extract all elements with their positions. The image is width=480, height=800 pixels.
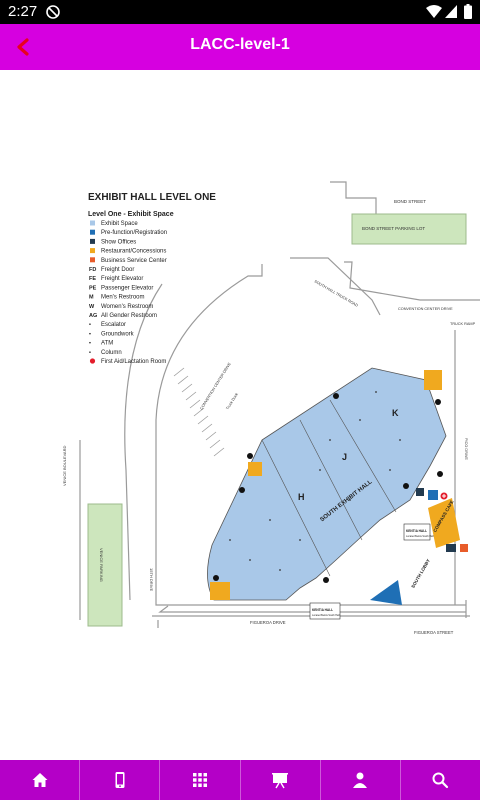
legend-label: Freight Door [101, 267, 134, 273]
sync-disabled-icon [46, 5, 60, 19]
legend-symbol: PE [89, 285, 97, 291]
show-office-2 [446, 544, 456, 552]
bond-street-label: BOND STREET [394, 199, 426, 204]
nav-home-button[interactable] [0, 760, 81, 800]
hall-j-label: J [342, 452, 347, 462]
legend-swatch [90, 229, 95, 235]
pico-drive-label: PICO DRIVE [464, 438, 468, 460]
search-icon [432, 772, 449, 789]
app-bar: LACC-level-1 [0, 24, 480, 70]
nav-speaker-button[interactable] [321, 760, 401, 800]
venice-parking-lot [87, 503, 123, 627]
kentia-hall-sub: Located Below South Hall [406, 535, 434, 538]
legend-symbol: M [89, 295, 94, 301]
legend-label: Groundwork [101, 331, 135, 337]
legend-symbol: • [89, 341, 91, 347]
legend-symbol: AG [89, 313, 97, 319]
legend-label: Women's Restroom [101, 304, 153, 310]
status-bar: 2:27 [0, 0, 480, 24]
map-legend: Exhibit SpacePre-function/RegistrationSh… [89, 220, 167, 365]
grid-icon [192, 773, 207, 787]
show-office [416, 488, 424, 496]
kentia-hall-label: KENTIA HALL [406, 529, 427, 533]
bond-street-parking-lot [351, 213, 467, 245]
page-title: LACC-level-1 [190, 36, 290, 53]
legend-label: Restaurant/Concessions [101, 249, 166, 255]
back-arrow-icon [17, 38, 29, 56]
truck-dock-label: Truck Dock [225, 392, 239, 410]
prefunction-area-2 [428, 490, 438, 500]
venice-lot-label: VENICE PARKING [99, 548, 104, 582]
legend-symbol: FD [89, 267, 96, 273]
kentia-hall-callout [403, 523, 431, 541]
status-time: 2:27 [8, 3, 38, 20]
nav-mobile-button[interactable] [80, 760, 161, 800]
legend-label: Exhibit Space [101, 221, 138, 227]
legend-label: Show Offices [101, 239, 136, 245]
compass-cafe [428, 498, 460, 548]
legend-swatch [90, 257, 95, 263]
signal-icon [445, 5, 457, 18]
legend-symbol: • [89, 331, 91, 337]
legend-label: First Aid/Lactation Room [101, 359, 166, 365]
kentia-hall-label-2: KENTIA HALL [312, 608, 333, 612]
restaurant-area-3 [248, 462, 262, 476]
fifteenth-drive-label: 15TH DRIVE [149, 568, 154, 591]
legend-label: Men's Restroom [101, 295, 145, 301]
legend-title: Level One - Exhibit Space [88, 211, 174, 218]
nav-presentation-button[interactable] [241, 760, 321, 800]
legend-symbol: W [89, 304, 95, 310]
legend-swatch [90, 248, 95, 254]
map-viewer[interactable]: EXHIBIT HALL LEVEL ONE Level One - Exhib… [0, 70, 480, 760]
legend-symbol: • [89, 350, 91, 356]
south-exhibit-hall [207, 367, 447, 601]
convention-drive-right-label: CONVENTION CENTER DRIVE [398, 307, 453, 311]
wifi-icon [426, 5, 442, 18]
legend-first-aid-icon [89, 358, 96, 364]
bond-lot-label: BOND STREET PARKING LOT [362, 226, 425, 231]
presentation-icon [272, 773, 289, 789]
nav-search-button[interactable] [401, 760, 480, 800]
prefunction-area [370, 580, 402, 605]
legend-label: Business Service Center [101, 258, 167, 264]
venice-boulevard-label: VENICE BOULEVARD [62, 446, 67, 486]
legend-label: Pre-function/Registration [101, 230, 167, 236]
legend-swatch [90, 220, 95, 226]
figueroa-drive-label: FIGUEROA DRIVE [250, 620, 286, 625]
kentia-hall-callout-2 [309, 602, 341, 620]
mobile-icon [115, 772, 125, 788]
restaurant-area [424, 370, 442, 390]
legend-label: Freight Elevator [101, 276, 143, 282]
hall-h-label: H [298, 492, 305, 502]
truck-ramp-label: TRUCK RAMP [450, 322, 476, 326]
restaurant-area-2 [210, 582, 230, 600]
floor-map[interactable]: EXHIBIT HALL LEVEL ONE Level One - Exhib… [0, 70, 480, 760]
legend-label: Column [101, 350, 122, 356]
truck-road-label: SOUTH HALL TRUCK ROAD [314, 279, 359, 307]
home-icon [32, 773, 48, 787]
figueroa-street-label: FIGUEROA STREET [414, 630, 454, 635]
legend-symbol: • [89, 322, 91, 328]
convention-drive-left-label: CONVENTION CENTER DRIVE [199, 362, 232, 411]
battery-icon [464, 4, 472, 19]
legend-symbol: FE [89, 276, 96, 282]
legend-label: Escalator [101, 322, 126, 328]
nav-grid-button[interactable] [160, 760, 241, 800]
kentia-hall-sub-2: Located Below South Hall [312, 614, 340, 617]
hall-k-label: K [392, 408, 399, 418]
business-center [460, 544, 468, 552]
legend-swatch [90, 238, 95, 244]
map-title: EXHIBIT HALL LEVEL ONE [88, 192, 216, 203]
speaker-icon [353, 772, 368, 788]
legend-label: All Gender Restroom [101, 313, 157, 319]
legend-label: Passenger Elevator [101, 285, 153, 291]
south-lobby-label: SOUTH LOBBY [410, 558, 431, 589]
back-button[interactable] [8, 32, 38, 62]
bottom-nav [0, 760, 480, 800]
legend-label: ATM [101, 341, 113, 347]
